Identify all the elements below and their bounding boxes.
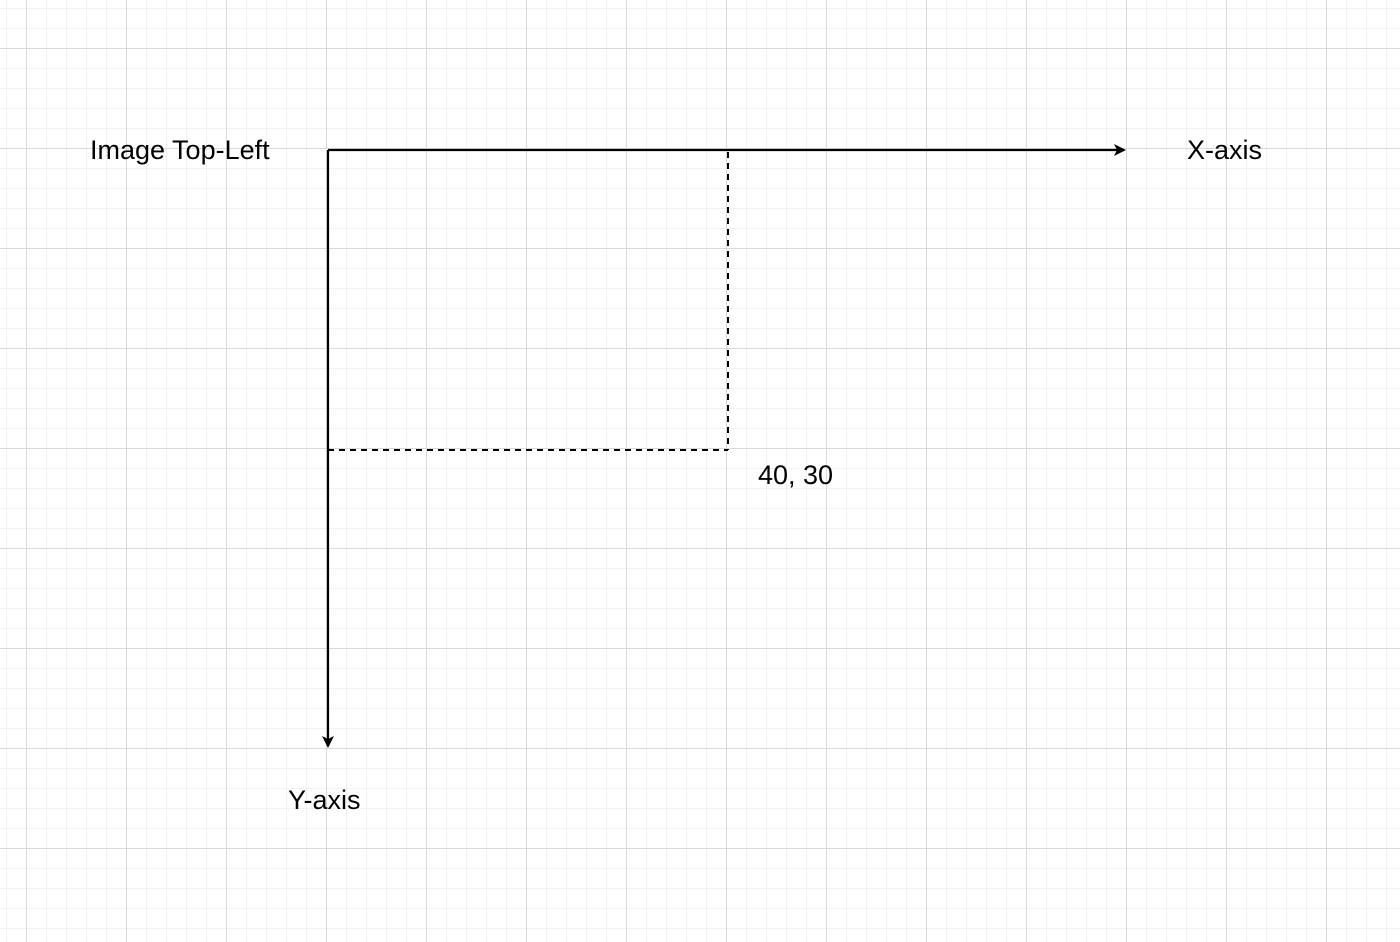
origin-label: Image Top-Left (90, 135, 270, 165)
y-axis-label: Y-axis (288, 785, 361, 815)
point-coordinate-label: 40, 30 (758, 460, 834, 490)
x-axis-label: X-axis (1187, 135, 1263, 165)
